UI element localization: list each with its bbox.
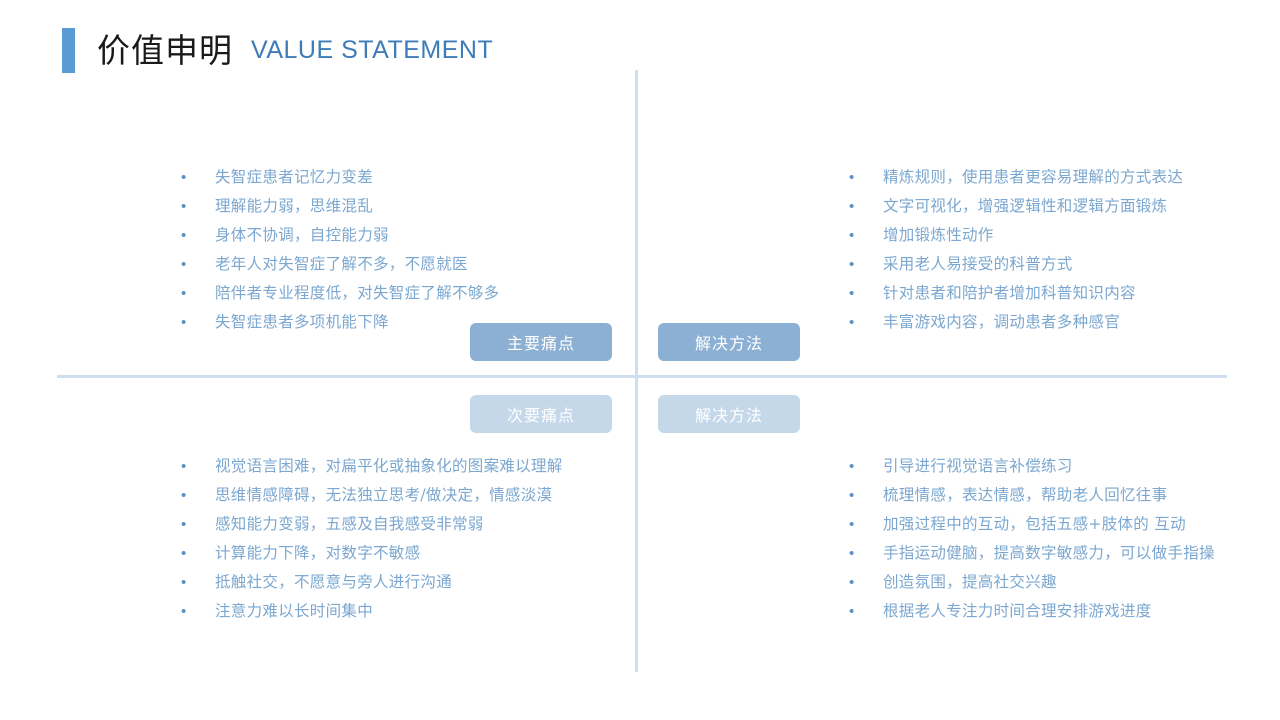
list-item-label: 引导进行视觉语言补偿练习 [883,457,1073,475]
list-item: 理解能力弱，思维混乱 [181,192,601,221]
bullet-icon [849,308,883,337]
list-item: 视觉语言困难，对扁平化或抽象化的图案难以理解 [181,452,576,481]
list-item-label: 视觉语言困难，对扁平化或抽象化的图案难以理解 [215,457,563,475]
bullet-icon [849,539,883,568]
list-item-label: 陪伴者专业程度低，对失智症了解不够多 [215,284,500,302]
bullet-icon [181,192,215,221]
bullet-icon [181,597,215,626]
page-header: 价值申明 VALUE STATEMENT [62,24,493,76]
list-item-label: 文字可视化，增强逻辑性和逻辑方面锻炼 [883,197,1168,215]
list-item: 精炼规则，使用患者更容易理解的方式表达 [849,163,1249,192]
bullet-icon [181,452,215,481]
bullet-icon [849,568,883,597]
bullet-icon [181,221,215,250]
list-item-label: 加强过程中的互动，包括五感+肢体的 互动 [883,515,1186,533]
list-solutions-primary: 精炼规则，使用患者更容易理解的方式表达文字可视化，增强逻辑性和逻辑方面锻炼增加锻… [849,163,1249,337]
list-item-label: 精炼规则，使用患者更容易理解的方式表达 [883,168,1184,186]
list-item-label: 采用老人易接受的科普方式 [883,255,1073,273]
list-item: 陪伴者专业程度低，对失智症了解不够多 [181,279,601,308]
list-item-label: 梳理情感，表达情感，帮助老人回忆往事 [883,486,1168,504]
bullet-icon [181,510,215,539]
list-item: 计算能力下降，对数字不敏感 [181,539,576,568]
bullet-icon [849,192,883,221]
list-item-label: 老年人对失智症了解不多，不愿就医 [215,255,468,273]
label-solution-secondary[interactable]: 解决方法 [658,395,800,433]
list-item: 采用老人易接受的科普方式 [849,250,1249,279]
page-title-en: VALUE STATEMENT [251,35,494,64]
bullet-icon [849,452,883,481]
bullet-icon [849,250,883,279]
list-item: 思维情感障碍，无法独立思考/做决定，情感淡漠 [181,481,576,510]
list-item: 感知能力变弱，五感及自我感受非常弱 [181,510,576,539]
list-item-label: 感知能力变弱，五感及自我感受非常弱 [215,515,484,533]
list-item: 根据老人专注力时间合理安排游戏进度 [849,597,1249,626]
bullet-icon [181,163,215,192]
list-item: 身体不协调，自控能力弱 [181,221,601,250]
bullet-icon [849,221,883,250]
bullet-icon [181,481,215,510]
list-item-label: 注意力难以长时间集中 [215,602,374,620]
bullet-icon [849,481,883,510]
accent-bar-icon [62,27,75,73]
bullet-icon [181,539,215,568]
page-title-cn: 价值申明 [97,30,233,70]
bullet-icon [181,250,215,279]
list-item-label: 失智症患者记忆力变差 [215,168,374,186]
bullet-icon [849,510,883,539]
label-main-pain-points[interactable]: 主要痛点 [470,323,612,361]
list-item-label: 思维情感障碍，无法独立思考/做决定，情感淡漠 [215,486,553,504]
list-item-label: 根据老人专注力时间合理安排游戏进度 [883,602,1152,620]
list-item: 针对患者和陪护者增加科普知识内容 [849,279,1249,308]
bullet-icon [849,163,883,192]
list-item: 创造氛围，提高社交兴趣 [849,568,1249,597]
list-item-label: 丰富游戏内容，调动患者多种感官 [883,313,1121,331]
list-item: 失智症患者记忆力变差 [181,163,601,192]
list-item-label: 针对患者和陪护者增加科普知识内容 [883,284,1136,302]
list-item: 梳理情感，表达情感，帮助老人回忆往事 [849,481,1249,510]
list-item-label: 失智症患者多项机能下降 [215,313,389,331]
list-item-label: 增加锻炼性动作 [883,226,994,244]
list-item: 老年人对失智症了解不多，不愿就医 [181,250,601,279]
list-main-pain-points: 失智症患者记忆力变差理解能力弱，思维混乱身体不协调，自控能力弱老年人对失智症了解… [181,163,601,337]
list-item: 注意力难以长时间集中 [181,597,576,626]
bullet-icon [181,279,215,308]
list-item-label: 抵触社交，不愿意与旁人进行沟通 [215,573,453,591]
list-solutions-secondary: 引导进行视觉语言补偿练习梳理情感，表达情感，帮助老人回忆往事加强过程中的互动，包… [849,452,1249,626]
list-item-label: 理解能力弱，思维混乱 [215,197,374,215]
list-item-label: 手指运动健脑，提高数字敏感力，可以做手指操 [883,544,1215,562]
list-item-label: 身体不协调，自控能力弱 [215,226,389,244]
bullet-icon [849,279,883,308]
list-item: 抵触社交，不愿意与旁人进行沟通 [181,568,576,597]
vertical-divider [635,70,638,672]
list-item: 失智症患者多项机能下降 [181,308,601,337]
bullet-icon [849,597,883,626]
horizontal-divider [57,375,1227,378]
list-item: 手指运动健脑，提高数字敏感力，可以做手指操 [849,539,1249,568]
bullet-icon [181,568,215,597]
list-item: 丰富游戏内容，调动患者多种感官 [849,308,1249,337]
list-secondary-pain-points: 视觉语言困难，对扁平化或抽象化的图案难以理解思维情感障碍，无法独立思考/做决定，… [181,452,576,626]
bullet-icon [181,308,215,337]
list-item: 引导进行视觉语言补偿练习 [849,452,1249,481]
list-item-label: 创造氛围，提高社交兴趣 [883,573,1057,591]
label-secondary-pain-points[interactable]: 次要痛点 [470,395,612,433]
list-item-label: 计算能力下降，对数字不敏感 [215,544,421,562]
list-item: 增加锻炼性动作 [849,221,1249,250]
list-item: 加强过程中的互动，包括五感+肢体的 互动 [849,510,1249,539]
label-solution-primary[interactable]: 解决方法 [658,323,800,361]
list-item: 文字可视化，增强逻辑性和逻辑方面锻炼 [849,192,1249,221]
